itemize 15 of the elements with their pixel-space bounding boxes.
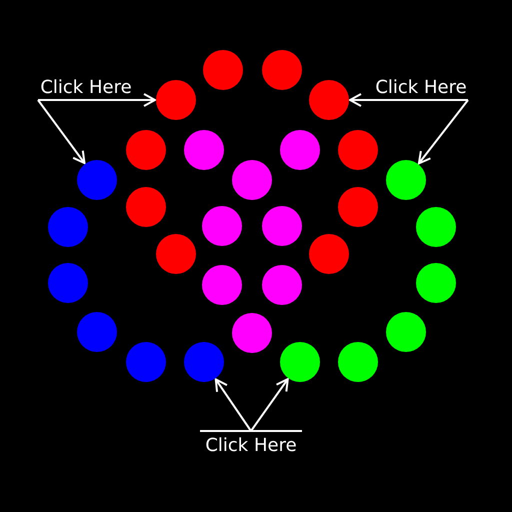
dot bbox=[184, 342, 224, 382]
leader-arrow bbox=[37, 99, 86, 164]
leader-arrow bbox=[134, 93, 156, 107]
dot bbox=[309, 80, 349, 120]
click-here-label: Click Here bbox=[374, 77, 468, 101]
leader-arrow bbox=[418, 99, 469, 164]
leader-arrow bbox=[250, 378, 289, 432]
dot bbox=[280, 342, 320, 382]
click-here-label: Click Here bbox=[200, 430, 302, 457]
dot bbox=[77, 160, 117, 200]
leader-arrow bbox=[214, 378, 252, 432]
click-here-label: Click Here bbox=[38, 77, 134, 101]
leader-arrow bbox=[349, 93, 374, 107]
dot bbox=[386, 160, 426, 200]
dot bbox=[156, 80, 196, 120]
